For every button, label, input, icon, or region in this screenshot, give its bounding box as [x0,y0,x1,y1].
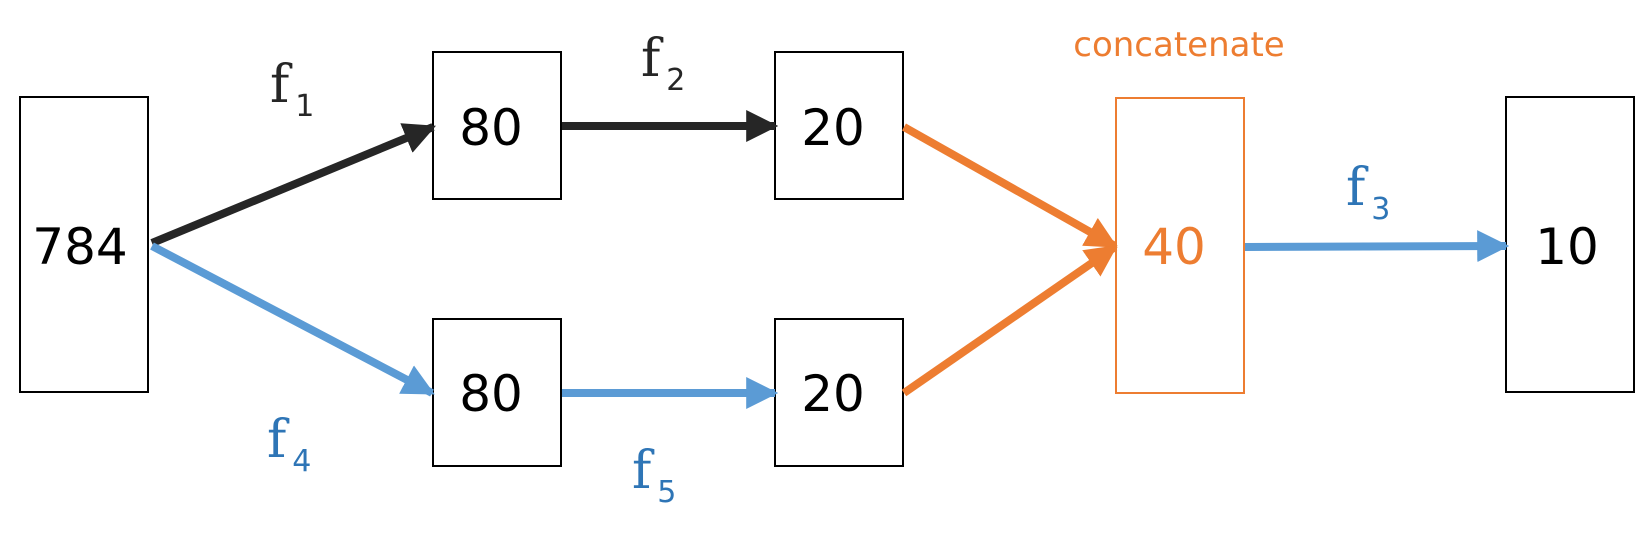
concatenate-label: concatenate [1073,25,1284,65]
top-hidden-layer-box [432,51,562,200]
bottom-output-layer-size: 20 [801,365,865,423]
f5-sub: 5 [657,475,676,510]
bottom-hidden-layer-box [432,318,562,467]
top-hidden-layer-size: 80 [459,99,523,157]
bottom-output-layer-box [774,318,904,467]
input-layer-box [19,96,149,393]
top-output-layer-size: 20 [801,99,865,157]
concat-layer-box [1115,97,1245,394]
f3-base: f [1346,158,1369,218]
output-layer-size: 10 [1535,218,1599,276]
f2-base: f [641,29,664,89]
f2-sub: 2 [666,63,685,98]
input-layer-size: 784 [32,218,127,276]
output-layer-box [1505,96,1635,393]
arrow-f1 [150,123,436,247]
f4-base: f [267,410,290,470]
concat-layer-size: 40 [1142,218,1206,276]
f5-base: f [632,441,655,501]
top-output-layer-box [774,51,904,200]
f3-sub: 3 [1371,192,1390,227]
f4-sub: 4 [292,444,311,479]
arrow-top-to-concat [902,123,1118,250]
bottom-hidden-layer-size: 80 [459,365,523,423]
arrow-f4 [150,242,435,397]
arrow-f3 [1244,230,1510,263]
arrow-bottom-to-concat [901,243,1118,397]
f1-base: f [270,55,293,115]
f1-sub: 1 [295,89,314,124]
